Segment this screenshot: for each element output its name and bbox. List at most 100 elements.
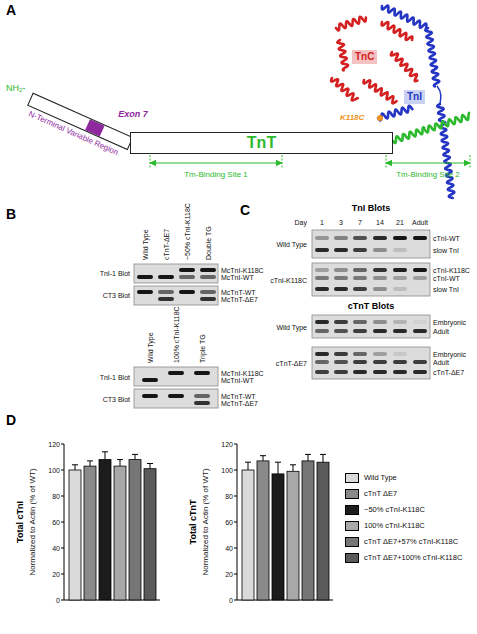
protein-band [373, 370, 387, 374]
error-cap [147, 463, 153, 464]
node-label: TnC [355, 52, 374, 62]
panel-letter: A [6, 3, 16, 17]
annotation: slow TnI [433, 286, 459, 293]
annotation: 100 [48, 467, 60, 474]
error-cap [245, 462, 251, 463]
error-bar [248, 462, 249, 470]
annotation: 120 [48, 441, 60, 448]
alpha-helix [382, 6, 427, 31]
error-cap [132, 454, 138, 455]
axis-tick [61, 574, 64, 575]
western-blot [312, 315, 430, 338]
annotation: 60 [52, 519, 60, 526]
annotation: TnI-1 Blot [100, 270, 130, 277]
legend-swatch [345, 553, 359, 563]
blot-membrane [312, 230, 430, 258]
protein-band [142, 394, 158, 398]
legend-swatch [345, 537, 359, 547]
legend-label: ~50% cTnI-K118C [364, 506, 425, 514]
protein-band [200, 275, 216, 279]
protein-band [413, 320, 427, 324]
annotation: Tm-Binding Site 1 [184, 171, 248, 179]
alpha-helix [336, 17, 366, 31]
annotation: cTnI-K118C [270, 277, 307, 284]
axis-tick [234, 470, 237, 471]
lane-label: ~50% cTnI-K118C [184, 203, 191, 260]
bar [129, 460, 141, 600]
protein-band [179, 275, 195, 279]
blot-membrane [134, 264, 218, 283]
protein-band [393, 320, 407, 324]
protein-band [334, 276, 348, 280]
annotation: Adult [433, 359, 449, 366]
annotation: 40 [52, 545, 60, 552]
annotation: TnI-1 Blot [100, 374, 130, 381]
protein-band [373, 352, 387, 356]
western-blot [134, 286, 218, 305]
annotation: Day [295, 219, 307, 226]
site-bound [470, 155, 471, 168]
protein-band [373, 320, 387, 324]
error-bar [263, 456, 264, 461]
bar [99, 460, 111, 600]
annotation: 120 [221, 441, 233, 448]
annotation: NH₂- [6, 84, 26, 93]
annotation: 21 [396, 219, 404, 226]
protein-band [393, 248, 407, 252]
bar [272, 474, 284, 600]
protein-band [137, 290, 153, 294]
lane-label: Wild Type [142, 229, 149, 260]
bar [84, 466, 96, 600]
bar-chart [61, 444, 160, 600]
annotation: slow TnI [433, 247, 459, 254]
bar-chart [234, 444, 333, 600]
error-bar [293, 465, 294, 472]
blot-membrane [134, 286, 218, 305]
protein-band [142, 378, 158, 382]
mutation-site [377, 115, 383, 121]
protein-band [315, 320, 329, 324]
annotation: Embryonic [433, 351, 466, 358]
axis-tick [61, 600, 64, 601]
western-blot [134, 367, 218, 386]
error-cap [305, 454, 311, 455]
protein-band [353, 320, 367, 324]
error-bar [135, 454, 136, 459]
site-bound [282, 155, 283, 168]
annotation: Tm-Binding Site 2 [396, 171, 460, 179]
error-bar [75, 465, 76, 470]
protein-band [393, 329, 407, 333]
axis-tick [234, 444, 237, 445]
protein-band [393, 370, 407, 374]
legend-swatch [345, 505, 359, 515]
bar [69, 470, 81, 600]
node-label: TnI [407, 92, 422, 102]
blot-membrane [312, 263, 430, 296]
annotation: McTnT-WT [221, 289, 256, 296]
annotation: McTnI-WT [221, 274, 254, 281]
protein-band [373, 236, 387, 240]
protein-band [194, 401, 210, 405]
axis-tick [234, 600, 237, 601]
bar [317, 462, 329, 600]
protein-band [137, 275, 153, 279]
bar [114, 466, 126, 600]
protein-band [315, 360, 329, 364]
axis-tick [61, 522, 64, 523]
panel-letter: B [6, 207, 16, 221]
error-cap [260, 455, 266, 456]
protein-band [315, 276, 329, 280]
legend-row: ~50% cTnI-K118C [345, 502, 462, 518]
protein-band [393, 276, 407, 280]
annotation: 0 [56, 597, 60, 604]
error-cap [320, 454, 326, 455]
annotation: 20 [52, 571, 60, 578]
protein-band [168, 371, 184, 375]
blot-membrane [312, 315, 430, 338]
legend-label: cTnT ΔE7+57% cTnI-K118C [364, 538, 458, 546]
protein-band [315, 352, 329, 356]
protein-band [353, 276, 367, 280]
error-cap [290, 464, 296, 465]
annotation: Embryonic [433, 319, 466, 326]
